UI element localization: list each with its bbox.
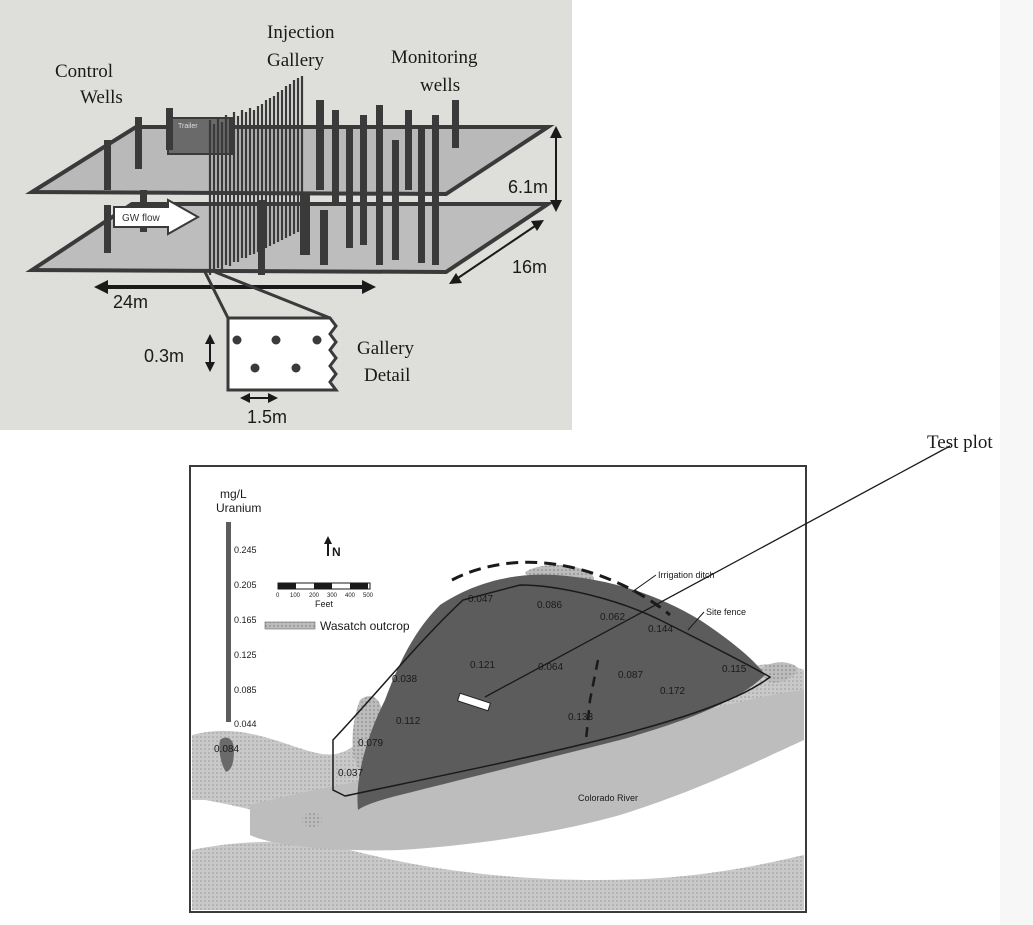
gw-flow-label: GW flow	[122, 213, 161, 224]
north-label: N	[332, 545, 341, 559]
site-fence-label: Site fence	[706, 607, 746, 617]
well-values: 0.047 0.086 0.062 0.144 0.038 0.121 0.06…	[214, 594, 747, 779]
well-value: 0.062	[600, 612, 625, 623]
north-arrow-icon: N	[324, 536, 341, 559]
width-dimension: 16m	[449, 220, 547, 284]
well-value: 0.047	[468, 594, 493, 605]
test-plot-marker	[456, 692, 492, 712]
site-fence-line	[332, 584, 772, 797]
well-field-diagram: Trailer	[0, 0, 572, 430]
control-wells-label: Control Wells	[55, 61, 123, 108]
well-value: 0.115	[722, 664, 747, 675]
legend-color-bar	[226, 522, 231, 722]
well-value: 0.087	[618, 670, 643, 681]
detail-vertical-label: 0.3m	[144, 346, 184, 366]
river-island	[302, 813, 322, 827]
monitoring-wells-label: Monitoring wells	[391, 47, 482, 96]
detail-horizontal-label: 1.5m	[247, 407, 287, 427]
depth-dimension: 6.1m	[508, 126, 562, 212]
outcrop-label: Wasatch outcrop	[320, 619, 410, 633]
wasatch-outcrop-west	[352, 696, 383, 770]
lower-floodplain	[192, 841, 804, 910]
uranium-site-map: Test plot mg/L Uranium 0.245 0.205 0.165…	[189, 432, 993, 913]
well-value: 0.038	[392, 674, 417, 685]
colorado-river	[250, 690, 804, 851]
page-edge	[1000, 0, 1033, 925]
width-label: 16m	[512, 257, 547, 277]
legend-ticks: 0.245 0.205 0.165 0.125 0.085 0.044	[234, 545, 259, 729]
well-value: 0.172	[660, 686, 685, 697]
well-value: 0.084	[214, 744, 239, 755]
outcrop-swatch	[264, 621, 316, 630]
well-value: 0.037	[338, 768, 363, 779]
well-value: 0.121	[470, 660, 495, 671]
injection-gallery-wells	[208, 76, 304, 275]
irrigation-ditch-label: Irrigation ditch	[658, 570, 715, 580]
legend-title: mg/L Uranium	[216, 487, 261, 515]
internal-boundary	[584, 659, 600, 741]
length-dimension: 24m	[94, 280, 376, 312]
gallery-detail: 0.3m 1.5m Gallery Detail	[144, 270, 419, 427]
scale-bar: 0 100 200 300 400 500 Feet	[276, 582, 374, 609]
scale-ticks: 0 100 200 300 400 500	[276, 593, 374, 599]
irrigation-ditch-line	[451, 560, 671, 617]
well-value: 0.079	[358, 738, 383, 749]
small-plume-west	[219, 737, 234, 772]
gw-flow-arrow: GW flow	[113, 198, 201, 236]
depth-label: 6.1m	[508, 177, 548, 197]
well-value: 0.064	[538, 662, 563, 673]
irrigation-ditch-pointer	[631, 574, 657, 593]
test-plot-leader	[484, 445, 951, 698]
well-value: 0.133	[568, 712, 593, 723]
site-fence-pointer	[687, 611, 705, 631]
trailer-label: Trailer	[178, 123, 198, 130]
injection-gallery-label: Injection Gallery	[267, 22, 339, 71]
well-value: 0.112	[396, 716, 421, 727]
gallery-detail-label: Gallery Detail	[357, 338, 419, 386]
test-plot-label: Test plot	[927, 432, 993, 453]
river-label: Colorado River	[578, 793, 638, 803]
length-label: 24m	[113, 292, 148, 312]
well-value: 0.144	[648, 624, 673, 635]
well-value: 0.086	[537, 600, 562, 611]
scale-unit: Feet	[315, 599, 334, 609]
monitoring-wells	[258, 100, 459, 275]
uranium-plume	[357, 574, 765, 810]
